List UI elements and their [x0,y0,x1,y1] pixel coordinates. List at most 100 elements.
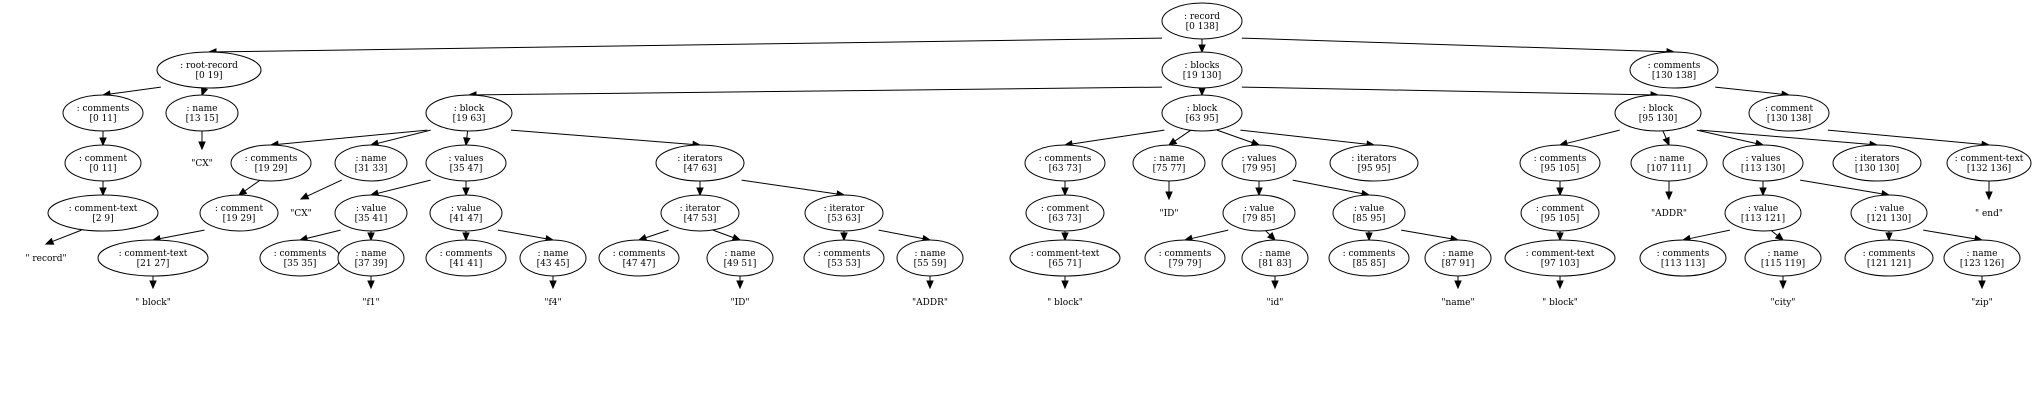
leaf-value-node: "zip" [1971,298,1993,308]
node-ellipse [64,144,142,182]
tree-edge [1365,230,1373,242]
tree-node: : name[115 119] [1744,239,1822,277]
leaf-value-node: " end" [1975,209,2003,219]
node-label: : name [725,249,756,259]
node-label: : name [1154,154,1185,164]
tree-edge [712,229,742,241]
tree-node: : values[79 95] [1221,144,1297,182]
arrowhead [99,137,107,147]
leaf-value-node: "ADDR" [1651,209,1687,219]
node-ellipse [230,144,312,182]
node-label: : name [915,249,946,259]
node-label: : comment-text [69,204,138,214]
node-ellipse [429,194,503,232]
tree-edge [510,129,702,149]
node-ellipse [425,239,507,277]
arrowhead [1454,280,1462,290]
tree-edge [1183,229,1229,242]
tree-node: : name[43 45] [519,239,587,277]
node-label: : comment-text [1955,154,2024,164]
node-ellipse [1161,51,1243,89]
node-ellipse [1241,239,1309,277]
tree-node: : value[35 41] [334,194,408,232]
node-ellipse [1161,2,1243,40]
node-label: : comments [1039,154,1092,164]
arrowhead [367,280,375,290]
node-span: [53 53] [828,259,861,269]
tree-edge [467,86,1163,99]
tree-node: : block[95 130] [1614,94,1702,132]
leaf-value-text: " block" [1542,298,1578,308]
tree-edge [1454,275,1462,290]
tree-node: : value[41 47] [429,194,503,232]
leaf-value-node: "f4" [544,298,561,308]
edge-line [1216,129,1253,144]
tree-node: : name[81 83] [1241,239,1309,277]
arrowhead [1885,232,1893,242]
leaf-value-node: "id" [1267,298,1284,308]
node-label: : iterators [677,154,723,164]
edge-layer [44,37,1993,290]
node-ellipse [598,239,680,277]
node-label: : value [1244,204,1274,214]
node-label: : comments [1863,249,1916,259]
tree-node: : comment[0 11] [64,144,142,182]
node-ellipse [803,239,885,277]
node-span: [41 47] [450,214,483,224]
tree-node: : record[0 138] [1161,2,1243,40]
arrowhead [1198,44,1206,54]
tree-node: : comment-text[21 27] [97,239,209,277]
node-span: [113 121] [1741,214,1785,224]
arrowhead [198,141,206,151]
tree-node: : iterator[47 53] [660,194,740,232]
arrowhead [1198,87,1206,97]
leaf-value-text: "ID" [1159,209,1178,219]
arrowhead [1165,191,1173,201]
edge-line [244,179,261,192]
arrowhead [44,237,55,245]
node-label: : iterators [1351,154,1397,164]
node-label: : comment-text [1031,249,1100,259]
tree-node: : comments[63 73] [1024,144,1106,182]
tree-node: : name[49 51] [706,239,774,277]
node-label: : comment-text [119,249,188,259]
node-span: [85 95] [1353,214,1386,224]
arrowhead [549,280,557,290]
tree-edge [299,179,342,200]
node-label: : comments [1343,249,1396,259]
tree-node: : iterator[53 63] [804,194,884,232]
node-span: [85 85] [1353,259,1386,269]
tree-edge [44,229,82,245]
tree-node: : comments[0 11] [62,94,144,132]
node-ellipse [1161,94,1243,132]
node-span: [79 95] [1243,164,1276,174]
tree-node: : iterators[95 95] [1329,144,1419,182]
edge-line [1241,86,1652,96]
tree-edge [1264,229,1276,241]
tree-edge [1216,129,1261,147]
leaf-value-node: "ID" [730,298,749,308]
edge-line [215,37,1163,53]
node-ellipse [165,94,239,132]
edge-line [277,129,428,145]
tree-edge [1556,275,1564,290]
leaf-value-text: "f1" [362,298,379,308]
edge-line [1923,229,1976,240]
node-span: [79 85] [1243,214,1276,224]
arrowhead [1255,187,1263,197]
tree-node: : comments[53 53] [803,239,885,277]
node-ellipse [655,144,745,182]
node-span: [37 39] [355,259,388,269]
arrowhead [736,280,744,290]
edge-line [510,129,694,145]
tree-node: : blocks[19 130] [1161,51,1243,89]
tree-edge [1556,180,1564,197]
edge-line [1699,129,1871,145]
node-span: [2 9] [92,214,113,224]
node-span: [19 130] [1183,71,1222,81]
node-span: [41 41] [450,259,483,269]
node-label: : comments [1534,154,1587,164]
tree-edge [1827,129,1991,149]
arrowhead [1365,232,1373,242]
arrowhead [1662,136,1670,147]
